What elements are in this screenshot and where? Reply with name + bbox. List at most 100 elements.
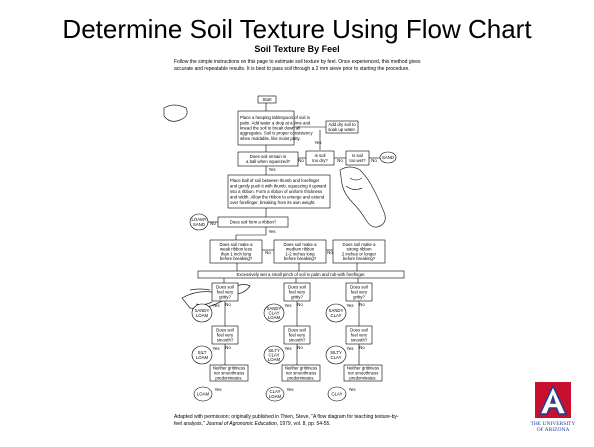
- no-gritty-1: No: [225, 302, 231, 307]
- step2-box-text: into a ribbon. Form a ribbon of uniform …: [230, 189, 322, 194]
- question-gritty-2-text: feel very: [289, 290, 306, 295]
- question-smooth-3-shape: [345, 325, 373, 345]
- question-smooth-2-shape: [283, 325, 311, 345]
- question-smooth-1-text: smooth?: [217, 337, 234, 342]
- no-label-1: No: [298, 158, 304, 163]
- yes-neither-3: Yes: [348, 387, 355, 392]
- question-weak-ribbon-shape: [209, 239, 263, 264]
- question-remain-ball: Does soil remain ina ball when squeezed?: [237, 151, 299, 167]
- question-gritty-1-text: Does soil: [216, 285, 234, 290]
- question-too-wet-text: too wet?: [349, 158, 366, 163]
- result-neither-3-text: CLAY: [332, 392, 343, 397]
- yes-neither-2: Yes: [286, 387, 293, 392]
- step1-box-text: palm. Add water a drop at a time and: [240, 120, 311, 125]
- question-smooth-2-text: smooth?: [289, 337, 306, 342]
- no-smooth-1: No: [225, 345, 231, 350]
- step2-box-text: over forefinger, breaking from its own w…: [230, 200, 316, 205]
- question-remain-ball-text: a ball when squeezed?: [246, 159, 291, 164]
- yes-neither-1: Yes: [214, 387, 221, 392]
- neither-1-shape: [209, 364, 249, 382]
- document-title: Soil Texture By Feel: [254, 44, 340, 54]
- question-smooth-3-text: smooth?: [351, 337, 368, 342]
- result-loamy-sand-text: SAND: [193, 222, 205, 227]
- yes-smooth-3: Yes: [346, 346, 353, 351]
- step1-box-shape: [237, 110, 295, 146]
- step2-box: Place ball of soil between thumb and for…: [227, 174, 331, 209]
- result-neither-1: LOAM: [193, 386, 213, 402]
- add-dry-soil-box-shape: [325, 120, 359, 134]
- result-loamy-sand-text: LOAMY: [191, 217, 206, 222]
- result-gritty-2-text: LOAM: [268, 315, 281, 320]
- neither-2-text: predominates.: [287, 375, 314, 380]
- yes-smooth-1: Yes: [212, 346, 219, 351]
- result-smooth-2-text: SILTY: [268, 348, 280, 353]
- neither-1-text: predominates.: [215, 375, 242, 380]
- result-gritty-2-shape: [263, 303, 285, 323]
- citation: Adapted with permission; originally publ…: [174, 414, 404, 427]
- question-weak-ribbon-text: than 1 inch long: [221, 251, 252, 256]
- question-ribbon-shape: [217, 216, 289, 228]
- neither-1-text: nor smoothness: [214, 371, 245, 376]
- no-label-3: No: [371, 158, 377, 163]
- step1-box-text: knead the soil to break down all: [240, 126, 300, 131]
- result-smooth-3-text: SILTY: [330, 350, 342, 355]
- question-gritty-1-text: gritty?: [219, 294, 231, 299]
- no-label-5: No: [265, 250, 271, 255]
- no-gritty-2: No: [297, 302, 303, 307]
- no-label-6: No: [327, 250, 333, 255]
- step1-box-text: when moldable, like moist putty.: [240, 136, 301, 141]
- neither-3-text: nor smoothness: [348, 371, 379, 376]
- result-smooth-2-text: LOAM: [268, 357, 281, 362]
- question-weak-ribbon-text: Does soil make a: [220, 242, 254, 247]
- result-smooth-3-text: CLAY: [331, 355, 342, 360]
- neither-3-text: Neither grittiness: [347, 366, 379, 371]
- question-gritty-3-shape: [345, 282, 373, 302]
- yes-smooth-2: Yes: [284, 346, 291, 351]
- question-gritty-2-shape: [283, 282, 311, 302]
- question-gritty-1-shape: [211, 282, 239, 302]
- result-gritty-1-text: LOAM: [196, 313, 209, 318]
- result-smooth-2-text: CLAY: [269, 353, 280, 358]
- step2-box-text: and width. Allow the ribbon to emerge an…: [230, 194, 325, 199]
- flow-connectors: [208, 103, 380, 365]
- question-medium-ribbon-text: before breaking?: [284, 256, 317, 261]
- university-of-arizona-logo: A: [535, 382, 571, 418]
- question-gritty-1-text: feel very: [217, 290, 234, 295]
- yes-label-2: Yes: [314, 140, 321, 145]
- neither-3-shape: [343, 364, 383, 382]
- add-dry-soil-box-text: Add dry soil to: [328, 122, 356, 127]
- result-neither-2-text: LOAM: [269, 394, 282, 399]
- citation-suffix: , 1979, vol. 8, pp. 54-55.: [276, 420, 331, 427]
- question-smooth-3-text: feel very: [351, 333, 368, 338]
- logo-caption-line-1: THE UNIVERSITY: [530, 421, 576, 427]
- result-neither-1-shape: [193, 386, 213, 402]
- question-too-dry-text: Is soil: [315, 153, 326, 158]
- question-smooth-2-text: Does soil: [288, 328, 306, 333]
- step3-box-text: Excessively wet a small pinch of soil in…: [237, 272, 366, 277]
- question-smooth-1-text: Does soil: [216, 328, 234, 333]
- no-gritty-3: No: [359, 302, 365, 307]
- logo-caption: THE UNIVERSITY OF ARIZONA: [526, 421, 580, 433]
- result-sand: SAND: [379, 151, 397, 164]
- question-medium-ribbon-shape: [273, 239, 327, 264]
- result-smooth-1-text: SILT: [198, 350, 207, 355]
- question-smooth-1-shape: [211, 325, 239, 345]
- result-neither-2-shape: [265, 386, 285, 402]
- result-neither-3: CLAY: [327, 386, 347, 402]
- step2-box-text: and gently push it with thumb, squeezing…: [230, 184, 327, 189]
- question-too-wet-text: Is soil: [352, 153, 363, 158]
